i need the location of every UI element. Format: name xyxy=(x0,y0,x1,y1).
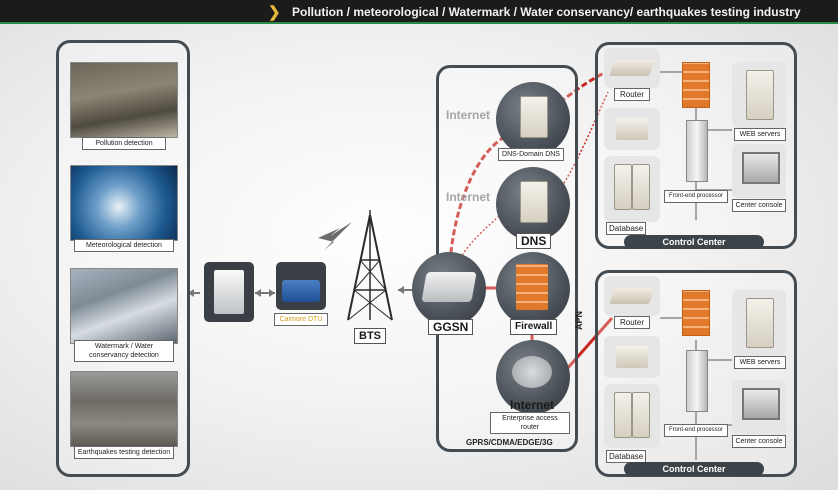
page-title: Pollution / meteorological / Watermark /… xyxy=(292,5,801,19)
router-label-2: Router xyxy=(614,316,650,329)
firewall-icon xyxy=(682,290,710,336)
console-box-2 xyxy=(732,380,786,434)
meteorological-photo xyxy=(70,165,178,241)
header-bar: ❯ Pollution / meteorological / Watermark… xyxy=(0,0,838,24)
dns-domain-label: DNS-Domain DNS xyxy=(498,148,564,161)
database-box-1 xyxy=(604,156,660,222)
console-box-1 xyxy=(732,144,786,198)
web-servers-label-2: WEB servers xyxy=(734,356,786,369)
web-servers-label-1: WEB servers xyxy=(734,128,786,141)
bts-label: BTS xyxy=(354,328,386,344)
watermark-photo xyxy=(70,268,178,344)
database-label-1: Database xyxy=(606,222,646,235)
dtu-label: Caimore DTU xyxy=(274,313,328,326)
data-gateway-device xyxy=(204,262,254,322)
firewall-icon xyxy=(682,62,710,108)
printer-box-2 xyxy=(604,336,660,378)
database-icon xyxy=(632,392,650,438)
front-end-label-1: Front-end processor xyxy=(664,190,728,203)
pollution-photo xyxy=(70,62,178,138)
link-ggsn-dnsdomain xyxy=(448,128,521,263)
dns-label: DNS xyxy=(516,233,552,249)
ggsn-label: GGSN xyxy=(428,319,474,335)
dtu-device xyxy=(276,262,326,310)
firewall-node xyxy=(496,252,570,326)
dns-node xyxy=(496,167,570,241)
earthquake-label: Earthquakes testing detection xyxy=(74,446,174,459)
pollution-label: Pollution detection xyxy=(82,137,166,150)
firewall-icon xyxy=(516,264,548,310)
meteorological-label: Meteorological detection xyxy=(74,239,174,252)
link-internet-router2 xyxy=(564,317,614,371)
control-center-title-2: Control Center xyxy=(624,462,764,476)
internet-ghost-mid: Internet xyxy=(446,190,491,204)
bts-tower-icon xyxy=(347,210,393,321)
router-switch-icon xyxy=(421,272,477,302)
internet-node-label: Internet xyxy=(510,398,555,412)
router-box-2 xyxy=(604,276,660,316)
front-end-label-2: Front-end processor xyxy=(664,424,728,437)
apn-label: APN xyxy=(574,310,584,330)
ggsn-node xyxy=(412,252,486,326)
arrow-head-left xyxy=(188,289,194,297)
router-icon xyxy=(512,356,552,388)
server-icon xyxy=(520,96,548,138)
internet-router-node xyxy=(496,340,570,414)
dns-domain-node xyxy=(496,82,570,156)
network-footer: GPRS/CDMA/EDGE/3G xyxy=(466,438,553,447)
database-icon xyxy=(614,164,632,210)
router-device-icon xyxy=(609,60,655,76)
link-dnsdomain-router xyxy=(552,70,607,110)
router-label-1: Router xyxy=(614,88,650,101)
server-icon xyxy=(746,70,774,120)
database-icon xyxy=(632,164,650,210)
front-end-tower xyxy=(686,120,708,182)
database-box-2 xyxy=(604,384,660,448)
monitor-icon xyxy=(742,388,780,420)
server-icon xyxy=(746,298,774,348)
web-server-box-2 xyxy=(732,290,786,356)
firewall-label: Firewall xyxy=(510,319,558,335)
watermark-label: Watermark / Water conservancy detection xyxy=(74,340,174,362)
header-accent-line xyxy=(0,22,838,24)
enterprise-router-label: Enterprise access router xyxy=(490,412,570,434)
front-end-tower xyxy=(686,350,708,412)
router-box-1 xyxy=(604,48,660,88)
monitor-icon xyxy=(742,152,780,184)
lightning-icon xyxy=(318,222,352,250)
earthquake-photo xyxy=(70,371,178,447)
database-icon xyxy=(614,392,632,438)
printer-icon xyxy=(616,346,648,368)
center-console-label-1: Center console xyxy=(732,199,786,212)
server-icon xyxy=(520,181,548,223)
chevron-right-icon: ❯ xyxy=(268,4,281,21)
printer-box-1 xyxy=(604,108,660,150)
center-console-label-2: Center console xyxy=(732,435,786,448)
control-center-title-1: Control Center xyxy=(624,235,764,249)
router-device-icon xyxy=(609,288,655,304)
web-server-box-1 xyxy=(732,62,786,128)
internet-ghost-top: Internet xyxy=(446,108,491,122)
printer-icon xyxy=(616,118,648,140)
